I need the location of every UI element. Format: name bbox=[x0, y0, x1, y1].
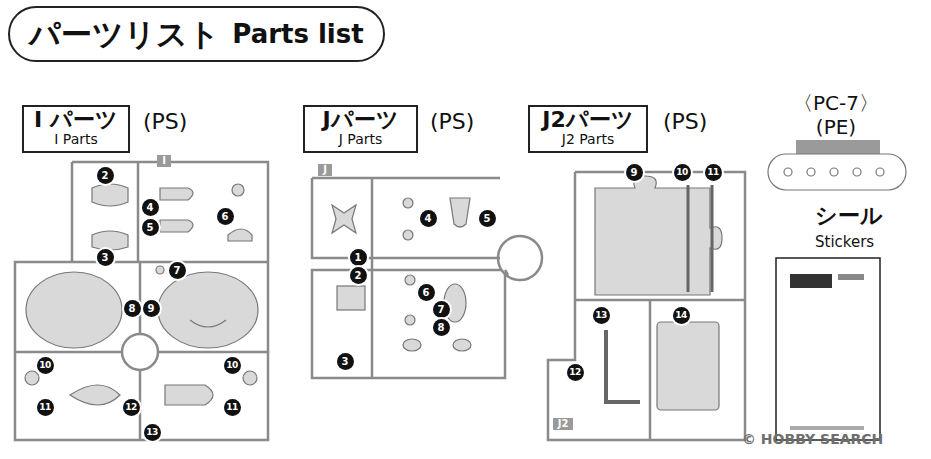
callout-number: 12 bbox=[123, 399, 140, 416]
callout-number: 4 bbox=[142, 199, 159, 216]
callout-number: 8 bbox=[433, 319, 450, 336]
runner-tag: I bbox=[157, 155, 171, 167]
subheading-text: I Parts bbox=[34, 132, 118, 147]
annotation-text: (PS) bbox=[430, 110, 474, 134]
subheading-text: J2 Parts bbox=[540, 132, 636, 147]
title-pill: パーツリスト Parts list bbox=[8, 6, 385, 62]
callout-number: 13 bbox=[144, 424, 161, 441]
annotation-text: 〈PC-7〉 bbox=[793, 92, 879, 114]
callout-number: 5 bbox=[479, 210, 496, 227]
callout-number: 3 bbox=[337, 353, 354, 370]
callout-number: 1 bbox=[350, 249, 367, 266]
parts-heading-box: JパーツJ Parts bbox=[303, 105, 418, 153]
annotation-text: (PE) bbox=[816, 116, 856, 138]
callout-number: 6 bbox=[217, 208, 234, 225]
callout-number: 12 bbox=[567, 364, 584, 381]
callout-number: 10 bbox=[224, 357, 241, 374]
subheading-text: Parts list bbox=[232, 20, 363, 49]
runner-tag: J2 bbox=[553, 418, 574, 430]
callout-number: 11 bbox=[705, 164, 722, 181]
callout-number: 6 bbox=[418, 284, 435, 301]
annotation-text: (PS) bbox=[663, 110, 707, 134]
callout-number: 4 bbox=[420, 210, 437, 227]
callout-number: 10 bbox=[674, 164, 691, 181]
callout-number: 11 bbox=[37, 399, 54, 416]
callout-number: 2 bbox=[97, 167, 114, 184]
callout-number: 8 bbox=[124, 300, 141, 317]
callout-number: 3 bbox=[97, 249, 114, 266]
callout-number: 14 bbox=[673, 307, 690, 324]
callout-number: 13 bbox=[593, 307, 610, 324]
callout-number: 7 bbox=[433, 301, 450, 318]
callout-number: 10 bbox=[37, 357, 54, 374]
subheading-text: J Parts bbox=[315, 132, 406, 147]
annotation-text: (PS) bbox=[143, 110, 187, 134]
callout-number: 9 bbox=[143, 300, 160, 317]
heading-text: I パーツ bbox=[34, 108, 118, 132]
callout-number: 5 bbox=[142, 219, 159, 236]
heading-text: Jパーツ bbox=[315, 108, 406, 132]
watermark: © HOBBY SEARCH bbox=[742, 432, 883, 447]
annotation-text: Stickers bbox=[815, 234, 874, 251]
runner-tag: J bbox=[318, 164, 332, 176]
callout-number: 11 bbox=[224, 399, 241, 416]
parts-heading-box: J2パーツJ2 Parts bbox=[528, 105, 648, 153]
heading-text: J2パーツ bbox=[540, 108, 636, 132]
callout-number: 7 bbox=[169, 262, 186, 279]
callout-number: 2 bbox=[350, 267, 367, 284]
annotation-text: シール bbox=[815, 204, 883, 228]
callout-number: 9 bbox=[626, 164, 643, 181]
heading-text: パーツリスト bbox=[29, 17, 220, 51]
parts-heading-box: I パーツI Parts bbox=[22, 105, 130, 153]
